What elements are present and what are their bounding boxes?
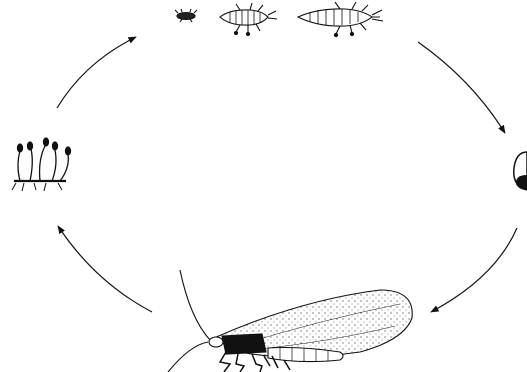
larva-medium [220, 3, 277, 36]
adult-lacewing-icon [168, 270, 412, 372]
stalked-eggs-icon [12, 138, 71, 191]
arrow-adult-to-eggs [58, 226, 152, 312]
cycle-arrows [57, 37, 517, 312]
larva-small [175, 9, 197, 22]
arrow-cocoon-to-adult [431, 228, 517, 312]
arrow-larvae-to-cocoon [418, 42, 505, 133]
arrow-eggs-to-larvae [57, 37, 136, 108]
cocoon-icon [514, 152, 527, 190]
larva-icon [175, 2, 383, 37]
larva-large [298, 2, 383, 37]
